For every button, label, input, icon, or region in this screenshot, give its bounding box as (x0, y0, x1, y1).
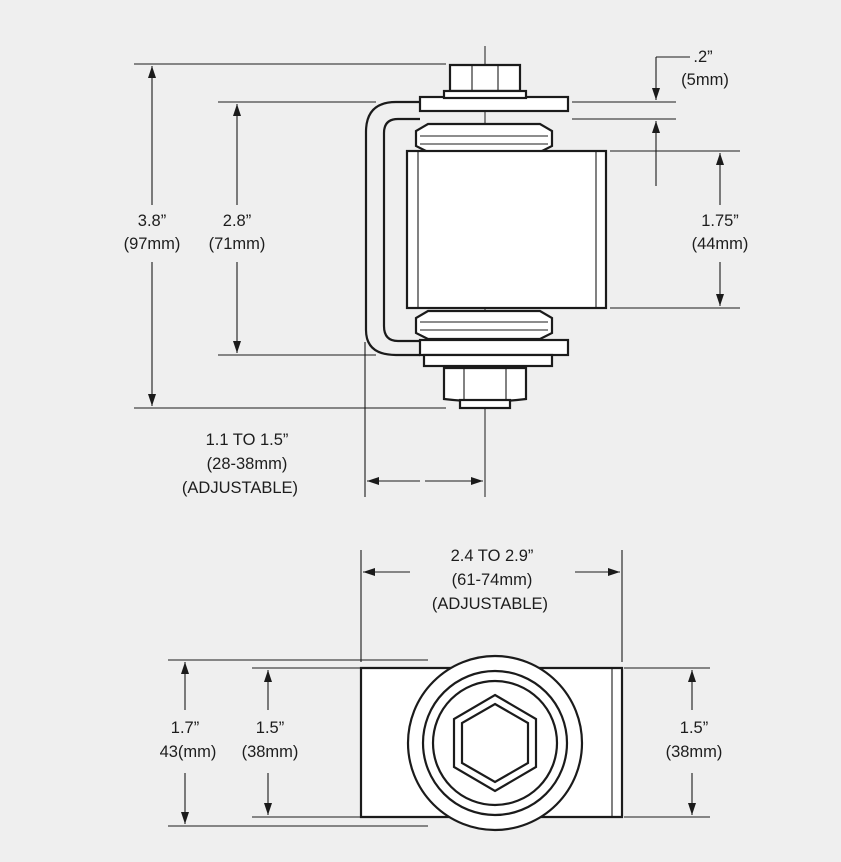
top-nut-washer (442, 89, 528, 100)
bottom-view: 2.4 TO 2.9” (61-74mm) (ADJUSTABLE) 1.7” … (160, 547, 723, 832)
hex-nut (452, 693, 538, 793)
bottom-washer (422, 353, 554, 368)
offset-label-1: 1.1 TO 1.5” (206, 431, 289, 449)
side-extension-lines (134, 63, 740, 497)
roller-inner-circle (431, 679, 559, 807)
roller-height-label-2: (44mm) (692, 235, 749, 253)
overall-height-label-1: 3.8” (138, 212, 166, 230)
right-height-label-1: 1.5” (680, 719, 708, 737)
inner-height-label-1: 1.5” (256, 719, 284, 737)
bottom-extension-lines (168, 550, 710, 827)
width-label-1: 2.4 TO 2.9” (451, 547, 534, 565)
hex-nut-inner (460, 702, 530, 784)
roller-height-label-1: 1.75” (701, 212, 739, 230)
outer-height-label-1: 1.7” (171, 719, 199, 737)
top-bearing (414, 122, 554, 154)
width-label-2: (61-74mm) (452, 571, 533, 589)
overall-height-label-2: (97mm) (124, 235, 181, 253)
top-nut (448, 63, 522, 93)
outer-height-label-2: 43(mm) (160, 743, 217, 761)
bracket-strap-inner (382, 117, 420, 343)
inner-height-label-2: (38mm) (242, 743, 299, 761)
bracket-height-label-2: (71mm) (209, 235, 266, 253)
roller-body (405, 149, 608, 310)
width-label-3: (ADJUSTABLE) (432, 595, 548, 613)
gap-label-1: .2” (693, 48, 712, 66)
gap-label-2: (5mm) (681, 71, 729, 89)
roller-washer-circle (421, 669, 569, 817)
bottom-bearing (414, 309, 554, 341)
bottom-nut (442, 366, 528, 403)
offset-label-2: (28-38mm) (207, 455, 288, 473)
side-view: 3.8” (97mm) 2.8” (71mm) 1.75” (44mm) .2”… (124, 46, 749, 497)
bracket-height-label-1: 2.8” (223, 212, 251, 230)
bracket-strap (364, 100, 420, 357)
bottom-nut-cap (458, 398, 512, 410)
bottom-plate (418, 338, 570, 357)
right-height-label-2: (38mm) (666, 743, 723, 761)
offset-label-3: (ADJUSTABLE) (182, 479, 298, 497)
